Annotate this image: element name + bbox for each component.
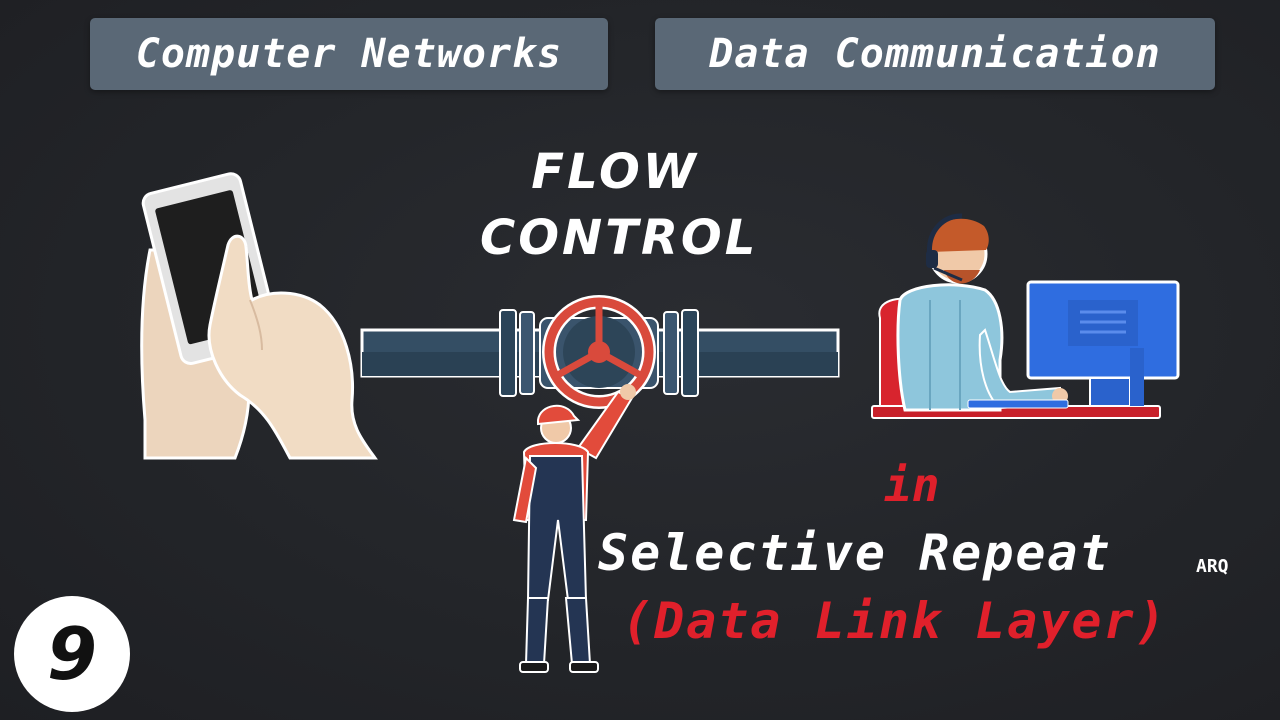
pipe-with-valve-icon bbox=[360, 295, 840, 409]
subtitle-layer: (Data Link Layer) bbox=[622, 592, 1168, 650]
subtitle-in: in bbox=[884, 458, 940, 512]
episode-number-badge: 9 bbox=[14, 596, 130, 712]
computer-networks-tag: Computer Networks bbox=[90, 18, 608, 90]
person-at-computer-icon bbox=[871, 213, 1180, 419]
worker-turning-valve-icon bbox=[512, 384, 636, 673]
data-communication-tag: Data Communication bbox=[655, 18, 1215, 90]
hand-holding-phone-icon bbox=[140, 172, 378, 460]
subtitle-suffix: ARQ bbox=[1196, 556, 1229, 577]
subtitle-protocol: Selective Repeat bbox=[598, 524, 1112, 582]
flow-title-line2: CONTROL bbox=[480, 210, 759, 266]
flow-title-line1: FLOW bbox=[531, 144, 699, 200]
